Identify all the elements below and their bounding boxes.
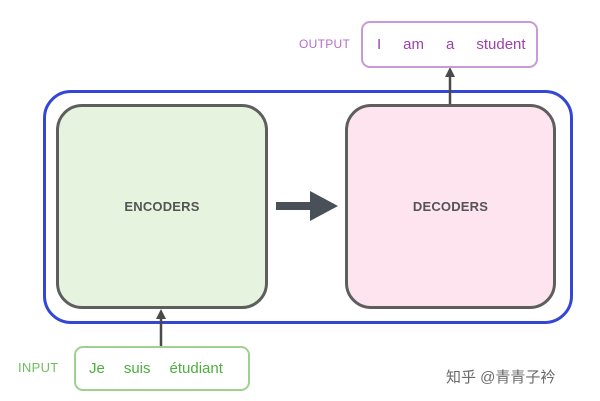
transformer-container bbox=[43, 90, 573, 324]
input-sentence-box: Je suis étudiant bbox=[74, 346, 250, 391]
input-arrow bbox=[156, 309, 166, 347]
watermark: 知乎 @青青子衿 bbox=[446, 369, 556, 386]
output-sentence-box: I am a student bbox=[361, 21, 538, 68]
input-word: suis bbox=[123, 360, 151, 377]
encoders-block: ENCODERS bbox=[56, 104, 268, 309]
input-word: étudiant bbox=[169, 360, 223, 377]
decoders-block: DECODERS bbox=[345, 104, 556, 309]
output-arrow bbox=[445, 67, 455, 104]
decoders-label: DECODERS bbox=[412, 199, 489, 214]
input-label: INPUT bbox=[18, 360, 59, 375]
encoders-label: ENCODERS bbox=[124, 199, 200, 214]
encoder-to-decoder-arrow bbox=[276, 191, 338, 221]
output-label: OUTPUT bbox=[299, 37, 351, 51]
output-word: a bbox=[446, 36, 455, 53]
output-word: student bbox=[476, 36, 526, 53]
output-word: I bbox=[377, 36, 382, 53]
output-word: am bbox=[403, 36, 425, 53]
input-word: Je bbox=[89, 360, 105, 377]
